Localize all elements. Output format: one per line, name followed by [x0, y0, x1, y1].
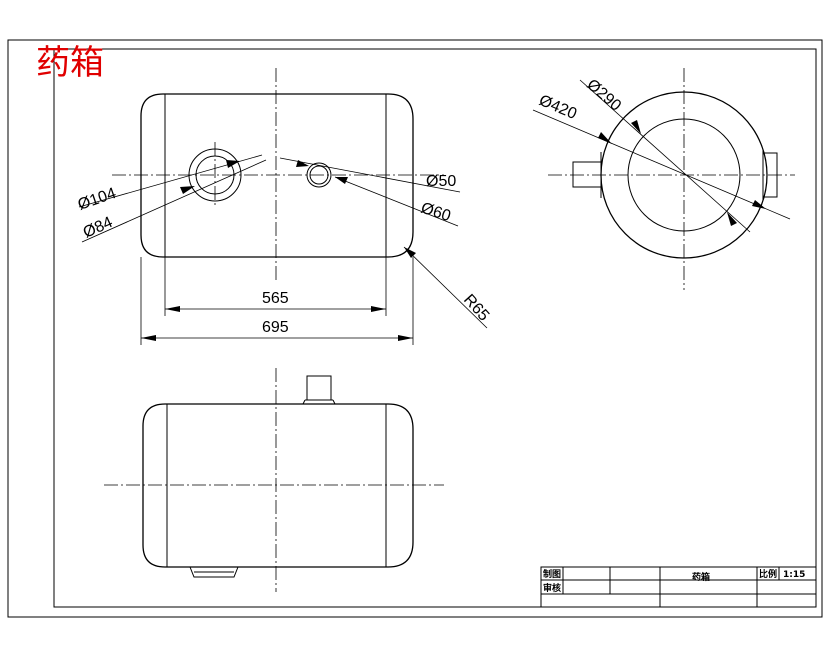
outer-frame [7, 39, 823, 618]
dim-565: 565 [262, 290, 289, 307]
dim-d50: Ø50 [426, 173, 456, 190]
side-view: Ø420 Ø290 [532, 68, 795, 290]
tank-top-outline [142, 403, 414, 568]
dim-d420: Ø420 [536, 92, 579, 123]
bottom-drain [189, 566, 239, 578]
tb-scale-label: 比例 [759, 568, 777, 580]
tank-front-outline [140, 93, 414, 258]
side-left-nozzle [572, 161, 602, 188]
tb-drawn-label: 制图 [543, 568, 561, 580]
top-nozzle [306, 375, 332, 401]
dim-d290: Ø290 [583, 76, 624, 115]
dim-d84: Ø84 [81, 214, 116, 242]
inner-frame [53, 48, 817, 608]
dim-695: 695 [262, 319, 289, 336]
dim-r65: R65 [460, 291, 492, 324]
tb-part-name: 药箱 [692, 571, 710, 583]
tank-end-inner [627, 118, 741, 232]
outlet-inner [309, 165, 329, 185]
dim-d60: Ø60 [419, 200, 453, 226]
front-view: Ø104 Ø84 Ø50 Ø60 R65 565 695 [76, 68, 492, 345]
drawing-title: 药箱 [36, 43, 104, 83]
title-block: 制图 审核 药箱 比例 1:15 [540, 566, 817, 608]
top-view [104, 368, 444, 592]
tb-checked-label: 审核 [543, 582, 561, 594]
tb-scale-value: 1:15 [783, 570, 805, 580]
dim-d104: Ø104 [76, 185, 119, 214]
outlet-outer [306, 162, 332, 188]
